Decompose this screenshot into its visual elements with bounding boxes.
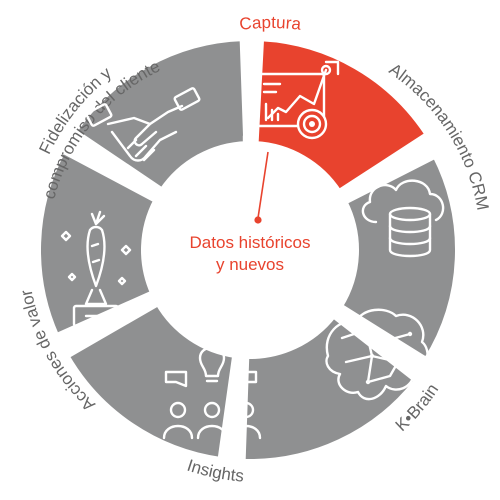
label-captura: Captura [238, 13, 302, 34]
center-title-line2: y nuevos [216, 255, 284, 274]
dashboard-analytics-icon [242, 60, 340, 150]
segment-kbrain [239, 312, 421, 465]
trophy-carrot-icon [60, 210, 132, 328]
segment-insights [63, 300, 239, 463]
team-idea-icon [162, 346, 262, 440]
ring-segments [35, 35, 461, 465]
handshake-icon [85, 87, 201, 162]
segment-almacenamiento-crm [336, 152, 461, 364]
segment-fidelizacion [71, 35, 250, 194]
segment-captura [252, 35, 431, 196]
neural-brain-icon [325, 308, 429, 401]
cloud-database-icon [361, 179, 445, 258]
connector-line [257, 151, 269, 219]
connector-dot [254, 216, 262, 224]
center-title-line1: Datos históricos [190, 233, 311, 252]
